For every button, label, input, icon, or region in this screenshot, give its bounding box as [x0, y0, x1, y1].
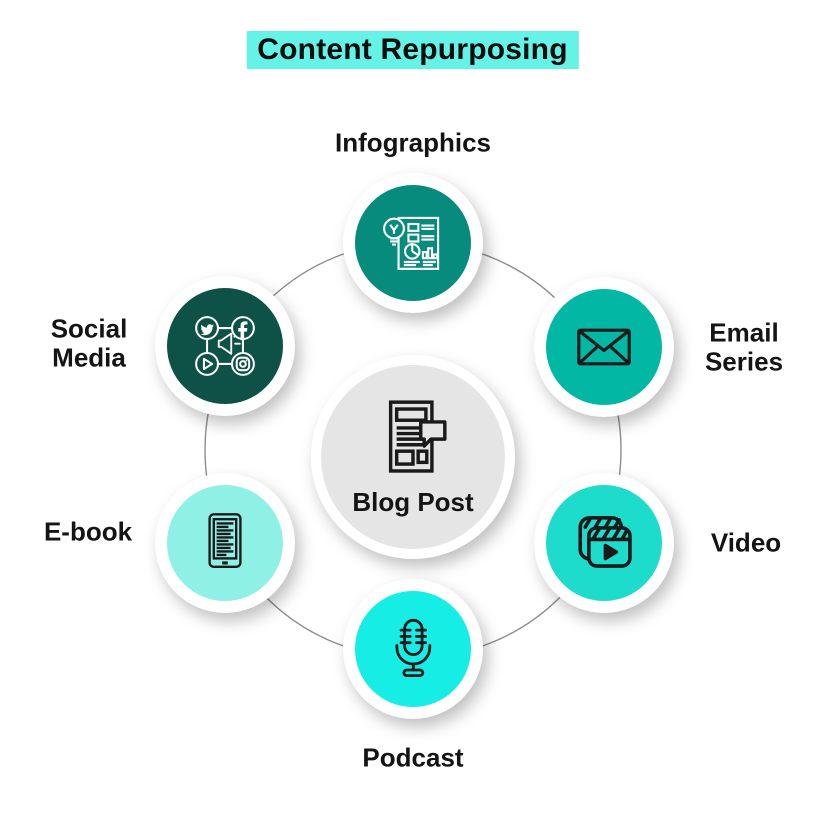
ebook-icon	[208, 513, 242, 568]
play-icon	[202, 357, 214, 371]
node-label-social-media: Social Media	[50, 313, 128, 372]
node-podcast-circle	[355, 591, 471, 707]
node-email-series-ring	[534, 277, 674, 417]
node-infographics-ring	[343, 173, 483, 313]
node-label-ebook: E-book	[43, 516, 133, 547]
node-label-email-series: Email Series	[704, 317, 784, 376]
facebook-icon	[238, 321, 248, 341]
node-infographics-circle	[355, 185, 471, 301]
social-media-icon	[195, 316, 255, 376]
node-video-circle	[546, 485, 662, 601]
page-title: Content Repurposing	[246, 31, 579, 69]
node-ebook-ring	[155, 473, 295, 613]
instagram-icon	[235, 356, 251, 372]
podcast-icon	[395, 618, 432, 677]
node-label-video: Video	[710, 527, 782, 558]
node-video-ring	[534, 473, 674, 613]
blog-post-icon	[388, 399, 447, 473]
node-podcast-ring	[343, 579, 483, 719]
node-label-podcast: Podcast	[362, 742, 464, 773]
video-icon	[578, 516, 632, 568]
node-email-series	[534, 277, 674, 417]
node-blog-post-circle: Blog Post	[321, 365, 505, 549]
node-ebook-circle	[167, 485, 283, 601]
node-social-media	[155, 276, 295, 416]
node-blog-post: Blog Post	[311, 355, 515, 559]
node-video	[534, 473, 674, 613]
node-social-media-ring	[155, 276, 295, 416]
center-label: Blog Post	[352, 486, 474, 517]
email-icon	[577, 328, 631, 366]
node-blog-post-ring: Blog Post	[311, 355, 515, 559]
node-ebook	[155, 473, 295, 613]
node-label-infographics: Infographics	[334, 127, 492, 158]
node-infographics	[343, 173, 483, 313]
twitter-icon	[200, 324, 214, 336]
infographics-icon	[383, 216, 440, 270]
node-social-media-circle	[167, 288, 283, 404]
node-podcast	[343, 579, 483, 719]
node-email-series-circle	[546, 289, 662, 405]
